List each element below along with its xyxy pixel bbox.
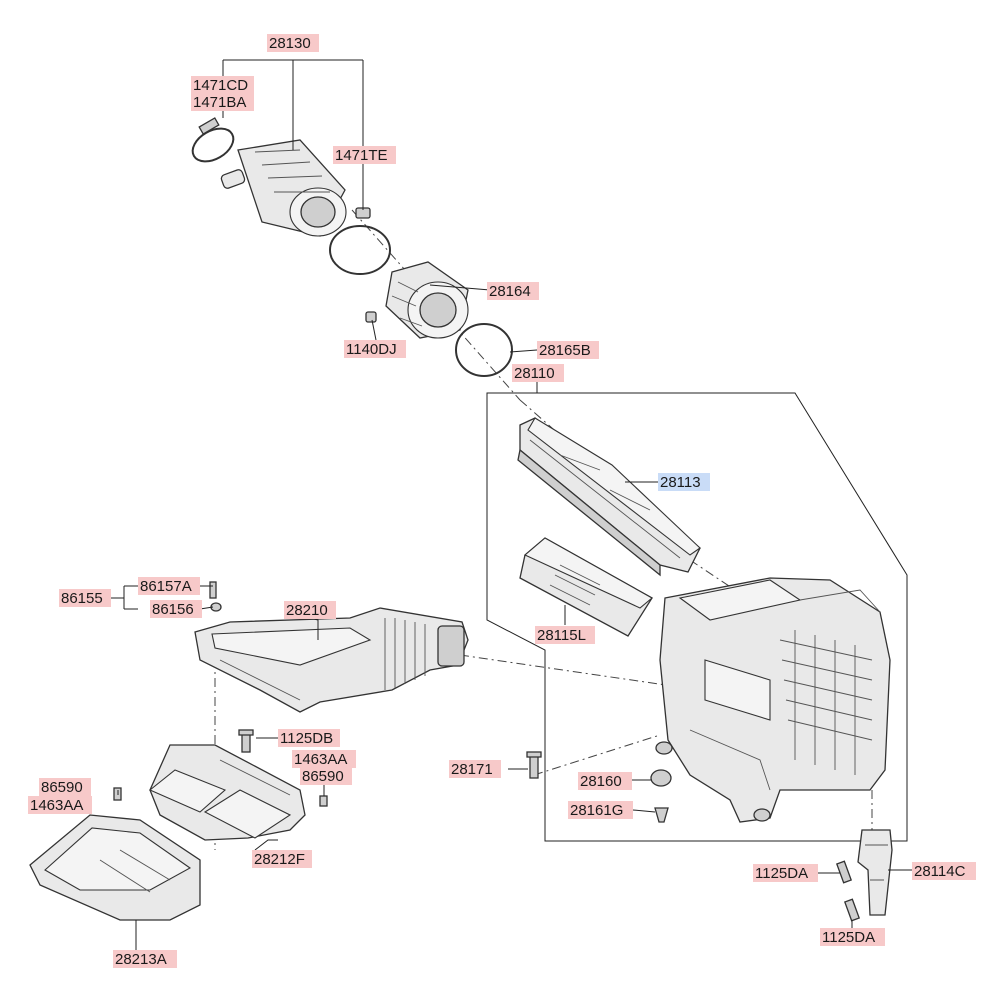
- adapter-28164: [365, 261, 469, 339]
- label-1125DA-upper[interactable]: 1125DA: [755, 865, 808, 882]
- label-28160[interactable]: 28160: [580, 773, 622, 790]
- label-86590-right[interactable]: 86590: [302, 768, 344, 785]
- label-28165B[interactable]: 28165B: [539, 342, 591, 359]
- label-1471TE[interactable]: 1471TE: [335, 147, 388, 164]
- label-28212F[interactable]: 28212F: [254, 851, 305, 868]
- hardware: [113, 581, 861, 922]
- label-1463AA-left[interactable]: 1463AA: [30, 797, 83, 814]
- seal-ring-28165B: [455, 323, 513, 377]
- label-28210[interactable]: 28210: [286, 602, 328, 619]
- label-1471CD[interactable]: 1471CD: [193, 77, 248, 94]
- label-1125DB[interactable]: 1125DB: [280, 730, 333, 747]
- label-28113[interactable]: 28113: [660, 474, 701, 491]
- bracket-28114C: [857, 829, 893, 916]
- filter-element-28115L: [519, 537, 653, 637]
- assembly-outline-28110: [486, 392, 908, 842]
- snorkel-28210: [194, 607, 469, 713]
- label-28171[interactable]: 28171: [451, 761, 493, 778]
- centerline-filter: [519, 399, 736, 591]
- air-cleaner-body-28110: [655, 577, 891, 823]
- label-86590-left[interactable]: 86590: [41, 779, 83, 796]
- leader-lines: [96, 59, 912, 950]
- label-86155[interactable]: 86155: [61, 590, 103, 607]
- centerline-snorkel: [459, 654, 701, 691]
- intake-hose-28130: [191, 117, 391, 275]
- label-86156[interactable]: 86156: [152, 601, 194, 618]
- lower-duct-28212F: [148, 744, 306, 841]
- centerline-duct: [351, 209, 521, 401]
- label-28213A[interactable]: 28213A: [115, 951, 167, 968]
- lower-intake-28213A: [29, 814, 201, 921]
- centerline-bolt: [533, 734, 661, 776]
- label-86157A[interactable]: 86157A: [140, 578, 192, 595]
- cover-28113: [517, 417, 701, 577]
- label-28114C[interactable]: 28114C: [914, 863, 966, 880]
- label-1140DJ[interactable]: 1140DJ: [346, 341, 397, 358]
- label-backgrounds: [28, 34, 976, 968]
- label-28110[interactable]: 28110: [514, 365, 555, 382]
- label-1125DA-lower[interactable]: 1125DA: [822, 929, 875, 946]
- part-labels: 28130 1471CD 1471BA 1471TE 28164 1140DJ …: [30, 35, 966, 968]
- label-1471BA[interactable]: 1471BA: [193, 94, 246, 111]
- label-28161G[interactable]: 28161G: [570, 802, 623, 819]
- label-1463AA-right[interactable]: 1463AA: [294, 751, 347, 768]
- label-28164[interactable]: 28164: [489, 283, 531, 300]
- label-28130[interactable]: 28130: [269, 35, 311, 52]
- label-28115L[interactable]: 28115L: [537, 627, 586, 644]
